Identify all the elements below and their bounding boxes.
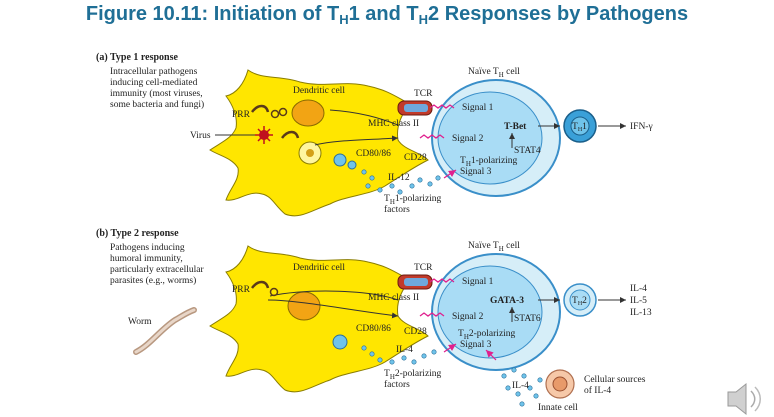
cd28-label-b: CD28 [404,327,427,337]
figure-title: Figure 10.11: Initiation of TH1 and TH2 … [85,3,689,27]
signal1-label: Signal 1 [462,103,494,113]
cytokine-dots-b [361,345,437,365]
worm-highlight [134,308,196,354]
panel-b-desc-3: particularly extracellular [110,265,204,275]
dendritic-cell-label-b: Dendritic cell [293,263,345,273]
mhc-label-b: MHC class II [368,293,419,303]
naive-cell-label: Naïve TH cell [468,67,520,79]
cytokine-vesicle-small [347,160,357,170]
naive-t-cell-nucleus [437,91,543,185]
signal3-label-b: Signal 3 [460,340,492,350]
cd80-label-b: CD80/86 [356,324,391,334]
mhc-path-b [269,290,399,301]
polarizing-label-b: TH2-polarizing [458,329,516,341]
cytokine-vesicle-b [332,334,348,350]
signal3-arrow-b [443,343,457,353]
endosome-core [306,149,314,157]
innate-signal-arrow [485,349,497,361]
cytokine-label-b: IL-4 [396,345,413,355]
speaker-icon[interactable] [727,382,761,416]
signal2-squiggle-b [419,312,445,317]
dendritic-cell-label: Dendritic cell [293,86,345,96]
signal2-label: Signal 2 [452,134,484,144]
cytokine-vesicle [333,153,347,167]
innate-cell-label: Innate cell [538,403,578,413]
prr-ligand-2 [278,107,288,117]
panel-b-desc-4: parasites (e.g., worms) [110,275,196,286]
signal1-label-b: Signal 1 [462,277,494,287]
th1-nucleus [570,116,590,136]
virus-label: Virus [190,131,211,141]
innate-cell-nucleus [552,376,568,392]
innate-source-2: of IL-4 [584,385,611,396]
innate-source-1: Cellular sources [584,375,646,385]
naive-cell-label-b: Naïve TH cell [468,241,520,253]
innate-il4-dots [501,367,543,407]
signal1-squiggle-b [429,278,455,283]
prr-receptor-shape-b [251,280,270,289]
prr-receptor-shape [251,104,270,113]
panel-a-desc-3: immunity (most viruses, [110,88,203,99]
signal2-label-b: Signal 2 [452,312,484,322]
signal3-arrow [443,169,457,179]
panel-a-desc-1: Intracellular pathogens [110,67,198,77]
mhc-path [329,109,399,126]
cytokine-dots [361,169,441,195]
output-cytokine-2-b: IL-5 [630,296,647,306]
stat-label: STAT4 [514,146,541,156]
tcr-label-b: TCR [414,263,433,273]
factors-label-1-b: TH2-polarizing [384,369,442,381]
innate-il4-label: IL-4 [512,381,529,391]
cd28-label: CD28 [404,153,427,163]
prr-label: PRR [232,110,251,120]
virus-spikes [255,126,273,144]
output-cytokine-1: IFN-γ [630,122,653,132]
naive-t-cell-nucleus-b [437,265,543,359]
cytokine-label: IL-12 [388,173,410,183]
dendritic-nucleus-b [287,291,321,321]
factors-label-1: TH1-polarizing [384,194,442,206]
factors-label-2: factors [384,204,410,215]
prr-ligand [270,109,280,119]
polarizing-label: TH1-polarizing [460,156,518,168]
processing-arrow-b [267,299,399,319]
th2-nucleus [569,289,591,311]
tcr-receptor [404,104,428,112]
panel-a-desc-4: some bacteria and fungi) [110,99,204,110]
dendritic-nucleus [291,99,325,127]
cd80-label: CD80/86 [356,149,391,159]
signal3-label: Signal 3 [460,167,492,177]
prr-ligand-b [269,287,279,297]
panel-a-header: (a) Type 1 response [96,52,179,63]
mhc-label: MHC class II [368,119,419,129]
panel-b-header: (b) Type 2 response [96,228,179,239]
tcr-label: TCR [414,89,433,99]
tcr-receptor-b [404,278,428,286]
panel-b-desc-2: humoral immunity, [110,254,183,264]
th2-label: TH2 [572,296,587,307]
output-cytokine-3-b: IL-13 [630,308,652,318]
signal2-squiggle [419,134,445,139]
signal1-squiggle [429,104,455,109]
transcription-factor-label-b: GATA-3 [490,296,524,306]
factors-label-2-b: factors [384,379,410,390]
worm-label: Worm [128,317,152,327]
th1-label: TH1 [572,122,587,133]
panel-b: (b) Type 2 response Pathogens inducing h… [96,228,652,413]
prr-label-b: PRR [232,285,251,295]
transcription-factor-label: T-Bet [504,122,527,132]
panel-a-desc-2: inducing cell-mediated [110,78,198,88]
stat-label-b: STAT6 [514,314,541,324]
processing-arrow [314,135,399,146]
output-cytokine-1-b: IL-4 [630,284,647,294]
panel-a: (a) Type 1 response Intracellular pathog… [96,52,653,217]
internal-prr-shape [281,130,300,139]
panel-b-desc-1: Pathogens inducing [110,243,185,253]
